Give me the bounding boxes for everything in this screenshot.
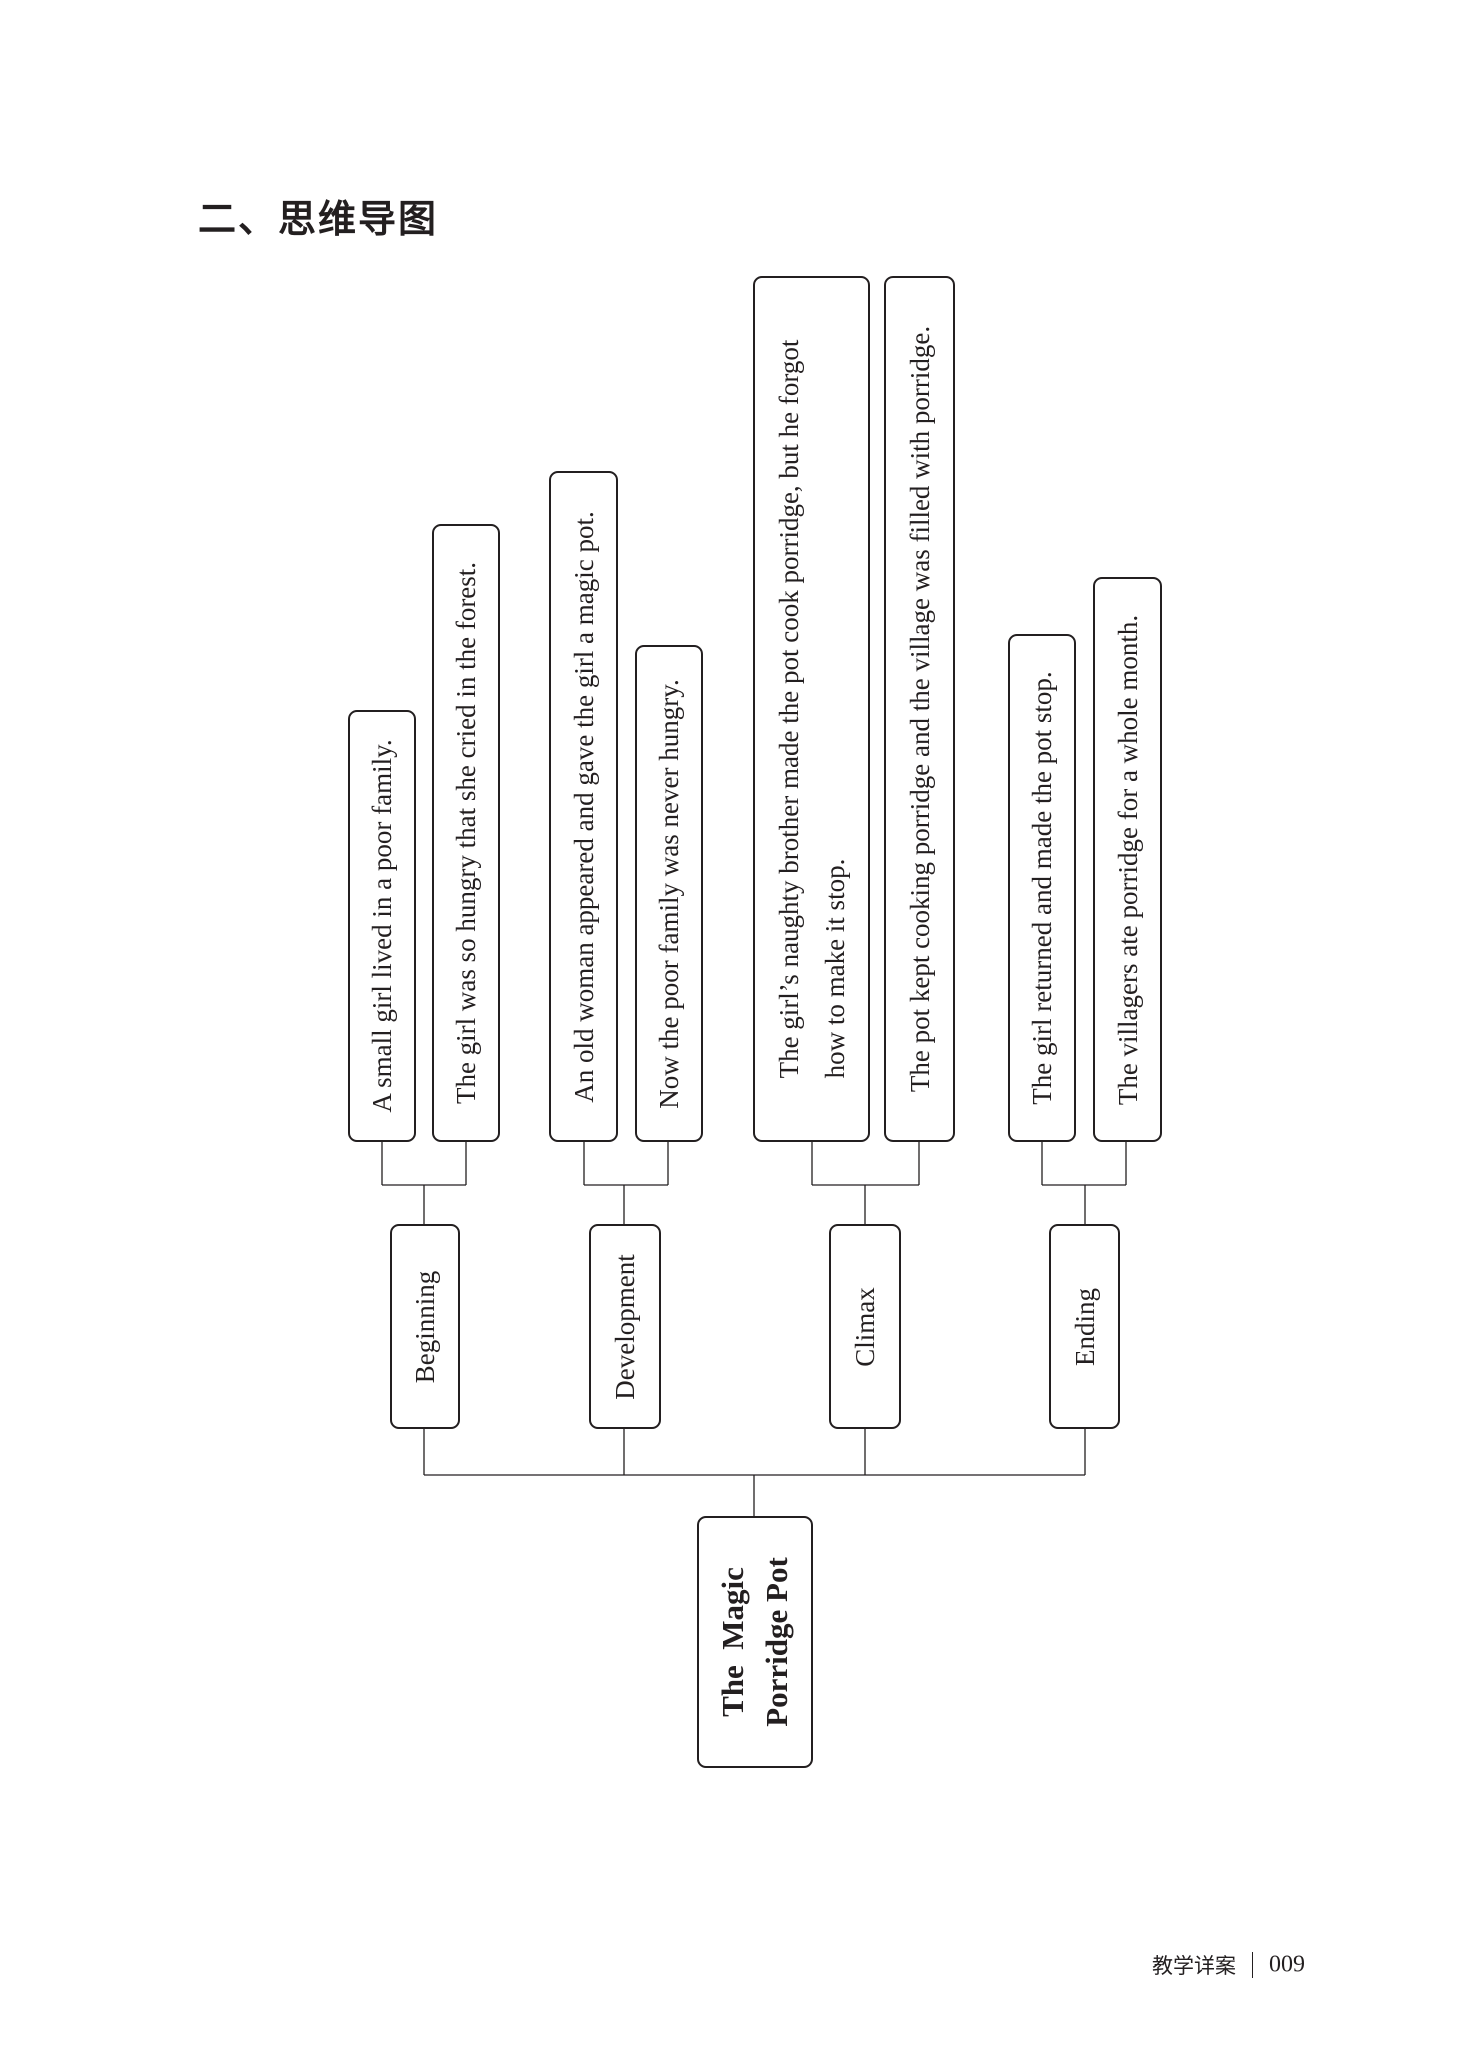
event-node: Now the poor family was never hungry.	[635, 645, 703, 1142]
branch-node-ending: Ending	[1049, 1224, 1120, 1429]
event-text: A small girl lived in a poor family.	[367, 739, 397, 1113]
event-text: The pot kept cooking porridge and the vi…	[904, 325, 935, 1093]
event-text: The girl was so hungry that she cried in…	[451, 561, 481, 1105]
event-text: Now the poor family was never hungry.	[654, 678, 684, 1109]
event-node: The girl was so hungry that she cried in…	[432, 524, 500, 1142]
page-footer: 教学详案 009	[1152, 1950, 1305, 1980]
branch-node-development: Development	[589, 1224, 661, 1429]
branch-label: Beginning	[410, 1270, 440, 1383]
branch-node-beginning: Beginning	[390, 1224, 460, 1429]
event-node: The girl’s naughty brother made the pot …	[753, 276, 870, 1142]
root-title-line2: Porridge Pot	[759, 1557, 794, 1727]
branch-node-climax: Climax	[829, 1224, 901, 1429]
event-node: The girl returned and made the pot stop.	[1008, 634, 1076, 1142]
root-node: The Magic Porridge Pot	[697, 1516, 813, 1768]
event-text: The villagers ate porridge for a whole m…	[1112, 614, 1143, 1105]
event-node: A small girl lived in a poor family.	[348, 710, 416, 1142]
event-text: The girl returned and made the pot stop.	[1027, 671, 1057, 1105]
root-title-line1: The Magic	[715, 1567, 750, 1717]
event-text: The girl’s naughty brother made the pot …	[773, 339, 850, 1079]
page-number: 009	[1269, 1951, 1305, 1978]
branch-label: Climax	[850, 1286, 880, 1367]
event-node: The villagers ate porridge for a whole m…	[1093, 577, 1162, 1142]
section-heading: 二、思维导图	[198, 197, 439, 241]
event-node: An old woman appeared and gave the girl …	[549, 471, 618, 1142]
branch-label: Ending	[1069, 1287, 1100, 1366]
footer-label: 教学详案	[1152, 1954, 1236, 1978]
event-text: An old woman appeared and gave the girl …	[568, 510, 599, 1103]
footer-divider	[1252, 1952, 1253, 1978]
branch-label: Development	[610, 1253, 640, 1400]
root-title: The Magic Porridge Pot	[711, 1557, 799, 1727]
event-node: The pot kept cooking porridge and the vi…	[884, 276, 955, 1142]
